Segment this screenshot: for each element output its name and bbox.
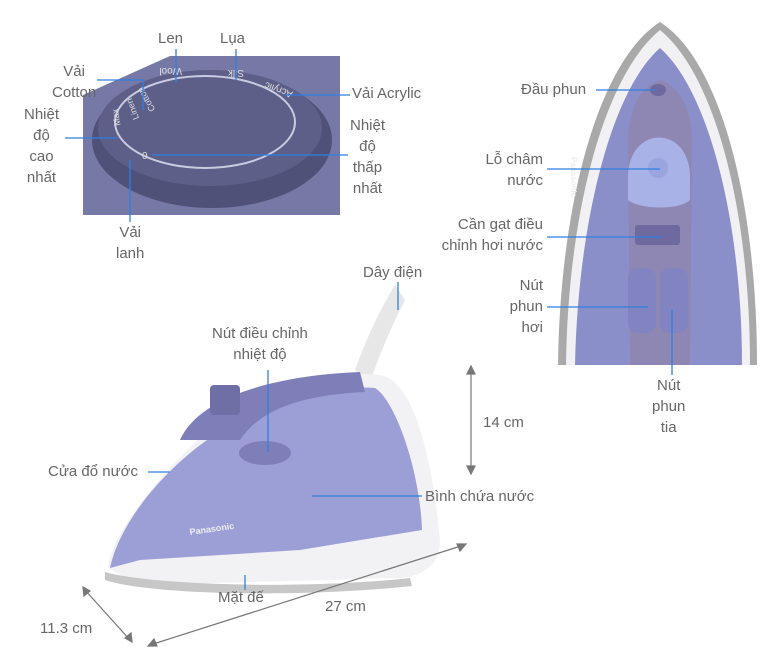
top-brand-logo: Panasonic (569, 157, 578, 198)
label-lua: Lụa (220, 30, 246, 47)
label-binh-chua-nuoc: Bình chứa nước (425, 488, 535, 505)
dial-zero-mark: 0 (142, 151, 148, 162)
dimension-length: 27 cm (325, 598, 366, 615)
label-day-dien: Dây điện (363, 264, 423, 281)
label-dau-phun: Đầu phun (521, 81, 587, 98)
dimension-width: 11.3 cm (40, 620, 93, 637)
dial-wool-mark: Wool (159, 65, 182, 76)
dial-photo: Wool Silk Acrylic Cotton Linen Max 0 (83, 56, 340, 215)
leader-lines (65, 49, 673, 590)
label-len: Len (158, 30, 184, 47)
top-view-photo: Panasonic (558, 22, 757, 365)
side-view-photo: Panasonic (105, 285, 440, 594)
label-vai-acrylic: Vải Acrylic (352, 85, 422, 102)
dimension-height: 14 cm (483, 414, 524, 431)
label-cua-do-nuoc: Cửa đổ nước (48, 463, 138, 480)
dial-max-mark: Max (110, 108, 123, 127)
dimension-arrows (82, 364, 476, 647)
label-mat-de: Mặt đế (218, 589, 264, 606)
